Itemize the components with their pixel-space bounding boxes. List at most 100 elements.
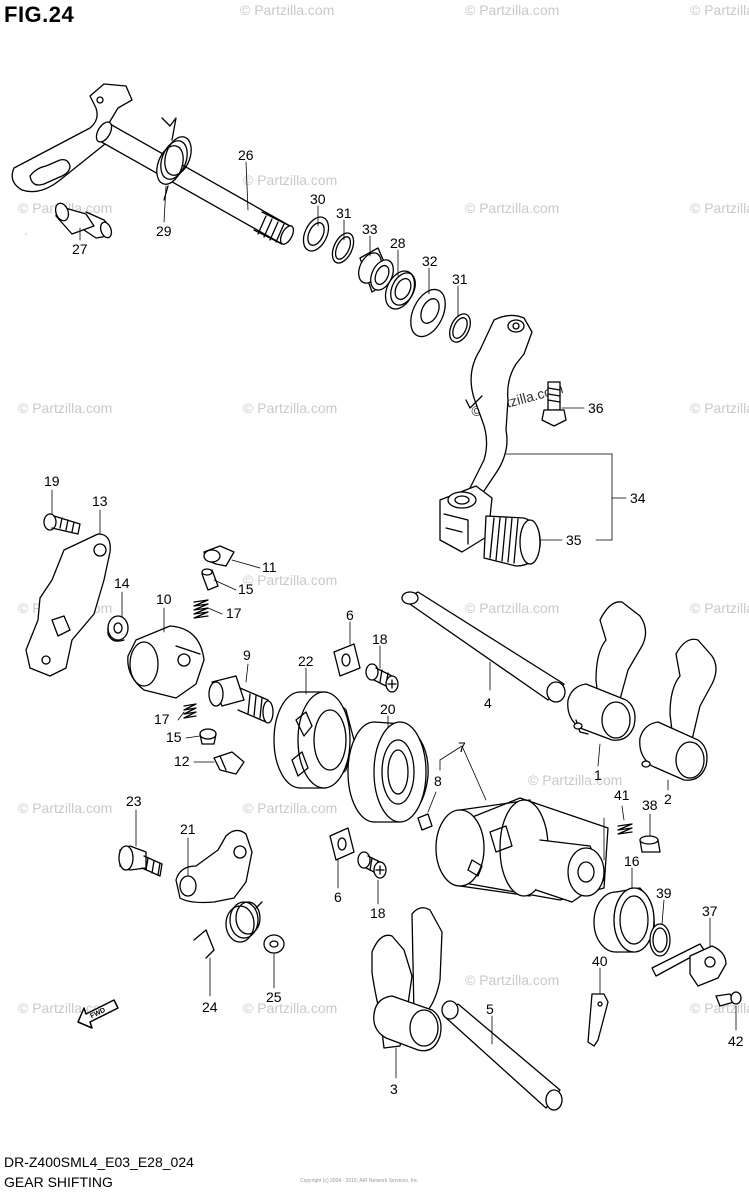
callout-15: 15 — [238, 581, 254, 597]
callout-28: 28 — [390, 235, 406, 251]
callout-38: 38 — [642, 797, 658, 813]
bolt-36 — [541, 381, 567, 427]
callout-8: 8 — [434, 773, 442, 789]
pin-8 — [417, 813, 433, 831]
callout-36: 36 — [588, 400, 604, 416]
callout-6: 6 — [334, 889, 342, 905]
callout-1: 1 — [594, 767, 602, 783]
watermark: © Partzilla.com — [690, 2, 749, 18]
callout-18: 18 — [370, 905, 386, 921]
screw-42 — [715, 991, 742, 1007]
bearing-33 — [358, 247, 394, 293]
callout-40: 40 — [592, 953, 608, 969]
callout-22: 22 — [298, 653, 314, 669]
watermark: © Partzilla.com — [243, 1000, 338, 1016]
watermark: © Partzilla.com — [243, 172, 338, 188]
callout-31: 31 — [452, 271, 468, 287]
fork-shaft-5 — [441, 1000, 563, 1111]
pawl-11 — [203, 545, 235, 567]
fwd-arrow-icon: FWD — [77, 999, 119, 1029]
callout-32: 32 — [422, 253, 438, 269]
callout-11: 11 — [262, 559, 277, 575]
screw-18b — [357, 851, 387, 879]
gearshift-cam-7 — [435, 797, 609, 903]
spring-29 — [156, 117, 192, 201]
callout-labels: 26 30 31 33 28 32 31 29 27 36 34 35 19 1… — [44, 147, 744, 1097]
oil-seal-28 — [384, 270, 416, 310]
callout-5: 5 — [486, 1001, 494, 1017]
callout-17: 17 — [226, 605, 242, 621]
return-spring-24 — [193, 901, 263, 959]
callout-10: 10 — [156, 591, 172, 607]
callout-13: 13 — [92, 493, 108, 509]
washer-30 — [302, 216, 330, 252]
pin-41 — [617, 823, 633, 835]
o-ring-39 — [649, 923, 671, 957]
figure-title: FIG.24 — [4, 2, 75, 27]
sensor-37 — [651, 943, 727, 987]
watermark: © Partzilla.com — [690, 200, 749, 216]
callout-14: 14 — [114, 575, 130, 591]
watermark: © Partzilla.com — [465, 200, 560, 216]
callout-27: 27 — [72, 241, 88, 257]
callout-33: 33 — [362, 221, 378, 237]
plate-6b — [329, 827, 355, 861]
watermark: © Partzilla.com — [690, 400, 749, 416]
watermark: © Partzilla.com — [465, 2, 560, 18]
model-code: DR-Z400SML4_E03_E28_024 — [4, 1154, 194, 1170]
callout-30: 30 — [310, 191, 326, 207]
pin-15b — [199, 728, 217, 745]
pawl-12 — [213, 751, 245, 775]
pin-15a — [201, 568, 219, 591]
callout-21: 21 — [180, 821, 196, 837]
callout-42: 42 — [728, 1033, 744, 1049]
callout-7: 7 — [458, 739, 466, 755]
bearing-20 — [347, 721, 429, 823]
washer-14 — [107, 615, 129, 642]
pin-38 — [639, 835, 661, 853]
callout-25: 25 — [266, 989, 282, 1005]
bolt-23 — [118, 845, 163, 877]
callout-35: 35 — [566, 532, 582, 548]
callout-34: 34 — [630, 490, 646, 506]
circlip-31b — [449, 313, 471, 343]
watermark: © Partzilla.com — [18, 400, 113, 416]
callout-2: 2 — [664, 791, 672, 807]
callout-16: 16 — [624, 853, 640, 869]
watermark: © Partzilla.com — [240, 2, 335, 18]
pin-9 — [208, 675, 274, 724]
callout-37: 37 — [702, 903, 718, 919]
watermark: © Partzilla.com — [465, 600, 560, 616]
callout-24: 24 — [202, 999, 218, 1015]
fork-shaft-4 — [401, 591, 566, 703]
callout-15: 15 — [166, 729, 182, 745]
callout-19: 19 — [44, 473, 60, 489]
callout-9: 9 — [243, 647, 251, 663]
callout-31: 31 — [336, 205, 352, 221]
gearshift-lever-34 — [439, 314, 533, 553]
cam-stopper-10 — [127, 625, 205, 699]
figure-name: GEAR SHIFTING — [4, 1174, 113, 1190]
pin-27 — [54, 202, 113, 239]
plate-6a — [333, 643, 361, 677]
washer-32 — [410, 288, 446, 338]
watermark: © Partzilla.com — [243, 572, 338, 588]
callout-18: 18 — [372, 631, 388, 647]
clamp-40 — [587, 993, 609, 1047]
bearing-16 — [593, 887, 655, 953]
stopper-plate-13 — [25, 533, 111, 677]
watermark: © Partzilla.com — [18, 800, 113, 816]
cam-driven-gear-22 — [273, 691, 355, 789]
callout-23: 23 — [126, 793, 142, 809]
spring-17b — [183, 703, 197, 719]
washer-25 — [263, 934, 285, 954]
circlip-31a — [331, 232, 355, 264]
copyright-line: Copyright (c) 2004 - 2015, ARI Network S… — [300, 1178, 419, 1184]
watermark: © Partzilla.com — [528, 772, 623, 788]
shift-fork-3 — [371, 907, 443, 1052]
gearshift-shaft-26 — [11, 83, 295, 245]
footrest-rubber-35 — [483, 515, 541, 567]
callout-39: 39 — [656, 885, 672, 901]
shift-fork-1 — [567, 601, 647, 741]
